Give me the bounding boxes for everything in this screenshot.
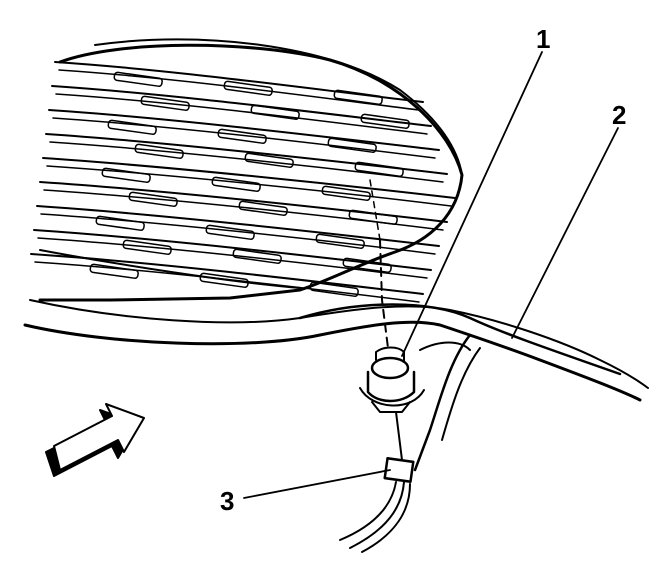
- grille-bars: [30, 61, 456, 303]
- grille-bar: [33, 229, 432, 271]
- grille-bar-edge: [40, 213, 436, 255]
- grille-bar: [51, 85, 432, 127]
- grille-slot: [223, 80, 273, 96]
- grille-slot: [232, 248, 282, 264]
- grille-slot: [238, 200, 288, 216]
- grille-slot: [348, 209, 398, 225]
- grille-bar-edge: [55, 93, 428, 135]
- callout-3: 3: [220, 486, 234, 516]
- grille-slot: [327, 137, 377, 153]
- leader-line-1: [401, 51, 543, 357]
- direction-arrow-icon: [45, 403, 145, 477]
- wiring-harness: [339, 411, 415, 553]
- grille-slot: [122, 239, 172, 255]
- grille: [30, 38, 464, 303]
- grille-slot: [128, 191, 178, 207]
- grille-slot: [95, 215, 145, 231]
- grille-bar: [30, 253, 424, 295]
- grille-slot: [107, 119, 157, 135]
- grille-slot: [217, 128, 267, 144]
- grille-slot: [342, 257, 392, 273]
- grille-bar: [54, 61, 424, 103]
- installation-guide-line: [379, 239, 389, 349]
- grille-bar: [36, 205, 440, 247]
- bulb-socket: [359, 346, 425, 413]
- grille-bar-edge: [46, 165, 452, 207]
- grille-slot: [211, 176, 261, 192]
- grille-bar-edge: [52, 117, 436, 159]
- grille-slot: [321, 185, 371, 201]
- grille-bar-edge: [37, 237, 428, 279]
- grille-slot: [140, 95, 190, 111]
- grille-bar: [42, 157, 456, 199]
- leader-line-3: [243, 469, 391, 499]
- grille-slot: [354, 161, 404, 177]
- grille-slot: [205, 224, 255, 240]
- grille-slot: [89, 263, 139, 279]
- grille-slot: [250, 104, 300, 120]
- grille-slot: [309, 281, 359, 297]
- front-fascia: [23, 299, 649, 472]
- grille-slot: [113, 71, 163, 87]
- leader-line-2: [511, 127, 619, 339]
- grille-slot: [134, 143, 184, 159]
- grille-slot: [101, 167, 151, 183]
- callout-1: 1: [536, 24, 550, 54]
- callout-2: 2: [612, 100, 626, 130]
- grille-slot: [333, 89, 383, 105]
- grille-slot: [360, 113, 410, 129]
- grille-bar: [48, 109, 440, 151]
- grille-slot: [315, 233, 365, 249]
- grille-slot: [244, 152, 294, 168]
